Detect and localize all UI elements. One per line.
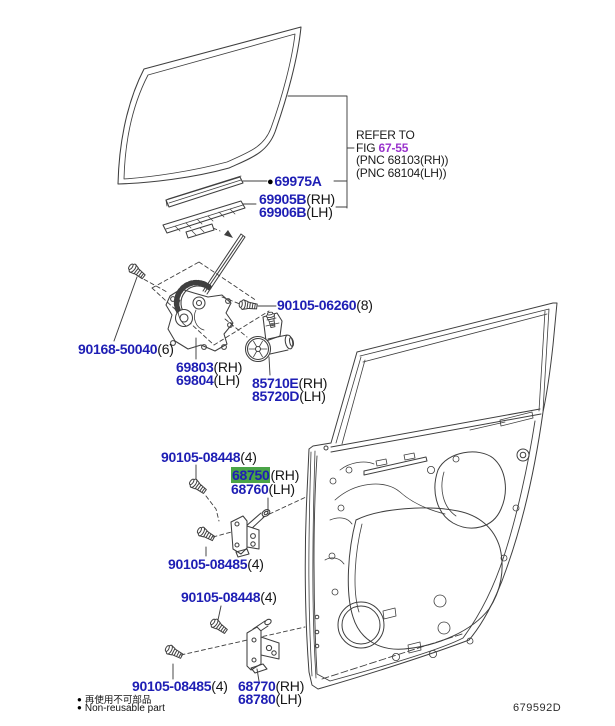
legend-non-reusable-jp: ●再使用不可部品 <box>77 692 151 706</box>
non-reusable-bullet-icon: ● <box>267 176 274 188</box>
part-count: (4) <box>260 589 277 605</box>
label-check-bolt-lower: 90105-08485(4) <box>168 557 264 571</box>
refer-note-pnc-rh: (PNC 68103(RH)) <box>356 153 449 167</box>
part-number-motor-lh[interactable]: 85720D <box>252 388 300 404</box>
part-suffix: (LH) <box>299 388 326 404</box>
part-number-weatherstrip[interactable]: 69975A <box>274 173 322 189</box>
door-panel <box>304 302 558 690</box>
window-regulator <box>165 233 246 352</box>
part-suffix: (LH) <box>306 204 333 220</box>
legend-non-reusable-en: ●Non-reusable part <box>77 703 165 714</box>
drawing-code: 679592D <box>513 702 562 714</box>
refer-note-fig-prefix: FIG <box>356 140 379 155</box>
part-suffix: (LH) <box>275 691 302 707</box>
part-suffix: (LH) <box>213 372 240 388</box>
refer-note-pnc-lh: (PNC 68104(LH)) <box>356 165 447 180</box>
legend-jp-text: 再使用不可部品 <box>84 695 152 706</box>
part-suffix: (RH) <box>306 191 335 207</box>
part-suffix: (LH) <box>268 481 295 497</box>
leader-lines <box>113 180 277 682</box>
label-regulator-screw: 90168-50040(6) <box>78 342 174 356</box>
label-hinge-bolt-upper: 90105-08448(4) <box>181 590 277 604</box>
upper-cutout <box>434 451 506 529</box>
label-motor-screw: 90105-06260(8) <box>277 298 373 312</box>
label-hinge-bolt-lower: 90105-08485(4) <box>132 679 228 693</box>
door-check <box>230 509 271 558</box>
part-number-check-rh-highlighted[interactable]: 68750 <box>231 467 271 483</box>
clip-arrow-icon <box>224 230 233 238</box>
part-number-check-bolt-lower[interactable]: 90105-08485 <box>168 556 248 572</box>
non-reusable-bullet-icon: ● <box>77 695 82 704</box>
part-count: (4) <box>211 678 228 694</box>
lower-cutout <box>347 507 503 650</box>
label-regulator-lh: 69804(LH) <box>176 373 240 387</box>
part-count: (8) <box>356 297 373 313</box>
reference-bracket <box>287 95 355 209</box>
label-motor-rh: 85710E(RH) <box>252 376 327 390</box>
label-belt-moulding-rh: 69905B(RH) <box>259 192 335 206</box>
part-number-hinge-bolt-upper[interactable]: 90105-08448 <box>181 589 261 605</box>
power-window-motor <box>244 312 295 363</box>
part-number-regulator-rh[interactable]: 69803 <box>176 359 214 375</box>
part-number-belt-moulding-lh[interactable]: 69906B <box>259 204 307 220</box>
part-number-hinge-lh[interactable]: 68780 <box>238 691 276 707</box>
part-suffix: (RH) <box>298 375 328 391</box>
label-weatherstrip: ●69975A <box>267 174 322 189</box>
part-suffix: (RH) <box>275 678 305 694</box>
refer-note: REFER TO FIG 67-55 (PNC 68103(RH)) (PNC … <box>356 128 449 180</box>
inner-belt-moulding <box>162 200 246 239</box>
bolt-icon <box>195 524 217 544</box>
part-suffix: (RH) <box>270 467 300 483</box>
label-check-rh: 68750(RH) <box>231 467 300 483</box>
window-glass <box>117 26 302 185</box>
label-hinge-lh: 68780(LH) <box>238 692 302 706</box>
screw-icon <box>238 298 259 312</box>
refer-note-line1: REFER TO <box>356 128 415 142</box>
outer-weatherstrip <box>165 175 244 208</box>
label-hinge-rh: 68770(RH) <box>238 679 304 693</box>
part-number-belt-moulding-rh[interactable]: 69905B <box>259 191 307 207</box>
part-number-hinge-rh[interactable]: 68770 <box>238 678 276 694</box>
part-number-motor-screw[interactable]: 90105-06260 <box>277 297 357 313</box>
part-count: (6) <box>157 341 174 357</box>
label-check-bolt-upper: 90105-08448(4) <box>161 450 257 464</box>
speaker-hole <box>337 601 385 649</box>
part-suffix: (RH) <box>213 359 243 375</box>
non-reusable-bullet-icon: ● <box>77 703 82 712</box>
bolt-icon <box>187 476 209 496</box>
part-number-regulator-lh[interactable]: 69804 <box>176 372 214 388</box>
bolt-icon <box>163 643 185 661</box>
part-count: (4) <box>240 449 257 465</box>
part-number-check-bolt-upper[interactable]: 90105-08448 <box>161 449 241 465</box>
part-number-regulator-screw[interactable]: 90168-50040 <box>78 341 158 357</box>
fig-reference-link[interactable]: 67-55 <box>378 140 409 155</box>
legend-en-text: Non-reusable part <box>84 703 165 714</box>
part-number-hinge-bolt-lower[interactable]: 90105-08485 <box>132 678 212 694</box>
label-motor-lh: 85720D(LH) <box>252 389 326 403</box>
bolt-icon <box>208 616 230 636</box>
part-number-check-lh[interactable]: 68760 <box>231 481 269 497</box>
label-belt-moulding-lh: 69906B(LH) <box>259 205 333 219</box>
label-check-lh: 68760(LH) <box>231 482 295 496</box>
lower-hinge <box>246 618 280 674</box>
label-regulator-rh: 69803(RH) <box>176 360 242 374</box>
part-count: (4) <box>247 556 264 572</box>
part-number-motor-rh[interactable]: 85710E <box>252 375 299 391</box>
